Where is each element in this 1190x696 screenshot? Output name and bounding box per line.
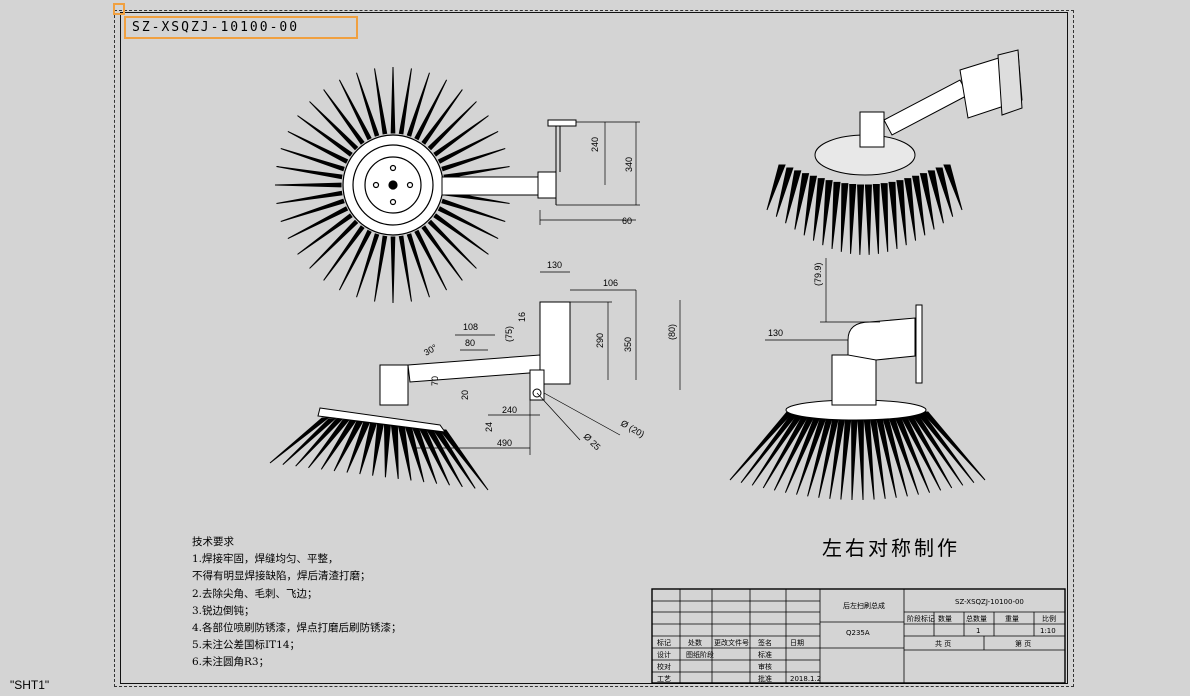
note-line: 不得有明显焊接缺陷，焊后清渣打磨； [192, 570, 371, 583]
tb-sheet-number: 第 页 [1015, 639, 1031, 648]
tb-designer: 图纸阶段 [686, 650, 714, 659]
dim-70: 70 [430, 376, 440, 386]
iso-view-brush [766, 49, 1023, 255]
dim-106: 106 [603, 278, 618, 288]
top-view-hub [342, 134, 444, 236]
note-line: 6.未注圆角R3； [192, 656, 270, 669]
sheet-frame [120, 12, 1068, 684]
tb-scale-label: 比例 [1042, 614, 1056, 623]
dim-dia-20: Ø (20) [619, 418, 646, 439]
tb-rev-date: 日期 [790, 639, 804, 647]
dim-80-ref: (80) [667, 324, 677, 340]
tb-scale: 1:10 [1040, 627, 1056, 635]
note-line: 5.未注公差国标IT14； [192, 639, 301, 652]
tb-rev-count: 处数 [688, 638, 702, 647]
note-line: 1.焊接牢固，焊缝均匀、平整， [192, 553, 339, 566]
top-view-dimensions [539, 121, 640, 225]
tb-drawing-code: SZ-XSQZJ-10100-00 [955, 598, 1024, 606]
dim-16: 16 [517, 312, 527, 322]
tb-weight-label: 重量 [1005, 615, 1019, 623]
side-view-dimensions [765, 258, 880, 341]
tb-date: 2018.1.2 [790, 675, 821, 683]
dim-290: 290 [595, 333, 605, 348]
tb-role-check: 校对 [657, 662, 671, 671]
origin-marker-icon[interactable] [113, 3, 125, 15]
note-line: 3.锐边倒钝； [192, 604, 255, 617]
tb-sheet-count: 共 页 [935, 639, 951, 648]
tb-role-approve: 批准 [758, 674, 772, 683]
dim-130-side: 130 [768, 328, 783, 338]
notes-title: 技术要求 [192, 536, 234, 548]
tb-rev-mark: 标记 [657, 638, 671, 647]
dim-240-front: 240 [502, 405, 517, 415]
tb-stage-label: 阶段标记 [907, 614, 935, 623]
symmetry-note: 左右对称制作 [822, 536, 960, 560]
top-view-brush [274, 66, 512, 304]
dim-20: 20 [460, 390, 470, 400]
technical-requirements: 技术要求 1.焊接牢固，焊缝均匀、平整， 不得有明显焊接缺陷，焊后清渣打磨； 2… [192, 534, 402, 672]
tb-quantity-label: 数量 [938, 614, 952, 623]
dim-490: 490 [497, 438, 512, 448]
tb-role-review: 审核 [758, 662, 772, 671]
dim-30-deg: 30° [422, 342, 439, 358]
note-line: 2.去除尖角、毛刺、飞边； [192, 587, 318, 600]
front-view-dimensions [415, 271, 681, 455]
sheet-outer-border [114, 10, 1074, 687]
tb-role-design: 设计 [657, 650, 671, 659]
dim-350: 350 [623, 337, 633, 352]
tb-rev-doc: 更改文件号 [714, 638, 749, 647]
dim-80: 80 [465, 338, 475, 348]
sheet-tab[interactable]: "SHT1" [10, 678, 50, 692]
title-block [651, 588, 1066, 684]
tb-material: Q235A [846, 629, 870, 637]
dim-24: 24 [484, 422, 494, 432]
dim-60: 60 [622, 216, 632, 226]
dim-130: 130 [547, 260, 562, 270]
tb-rev-sign: 签名 [758, 638, 772, 647]
dim-108: 108 [463, 322, 478, 332]
dim-79-9: (79.9) [813, 262, 823, 286]
dim-75: (75) [504, 326, 514, 342]
dim-340: 340 [624, 157, 634, 172]
front-view-brush [269, 301, 571, 491]
drawing-number-label[interactable]: SZ-XSQZJ-10100-00 [124, 16, 358, 39]
top-view-arm [441, 119, 577, 205]
dim-dia-25: Ø 25 [582, 431, 603, 452]
tb-role-standard: 标准 [758, 650, 772, 659]
tb-quantity: 1 [976, 627, 980, 635]
dim-240: 240 [590, 137, 600, 152]
side-view-brush [729, 304, 986, 500]
tb-part-name: 后左扫刷总成 [843, 601, 885, 610]
tb-total-qty-label: 总数量 [966, 614, 987, 623]
tb-role-process: 工艺 [657, 675, 671, 683]
note-line: 4.各部位喷刷防锈漆，焊点打磨后刷防锈漆； [192, 622, 402, 635]
